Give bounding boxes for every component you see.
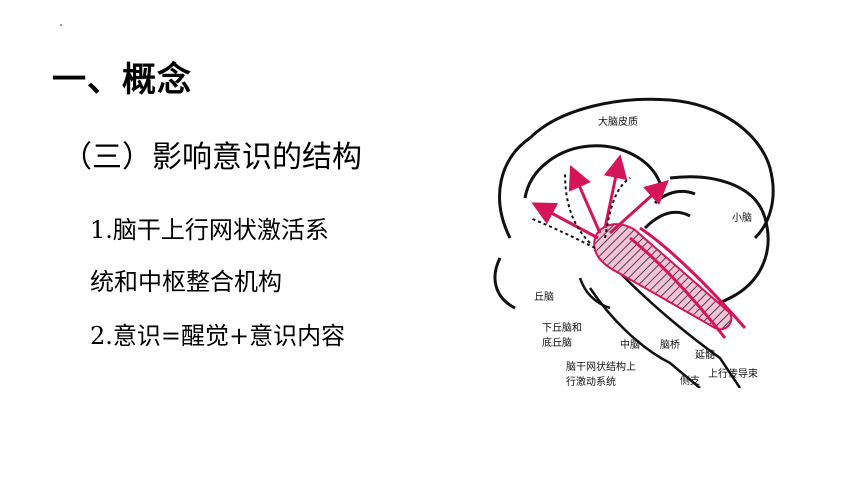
list-item-1-line-1: 1.脑干上行网状激活系: [90, 216, 329, 244]
corner-dot: [60, 24, 62, 26]
label-collateral: 侧支: [680, 374, 700, 387]
slide-heading: 一、概念: [52, 60, 192, 100]
label-hypothalamus-1: 下丘脑和: [542, 321, 582, 334]
cerebrum-outline: [493, 97, 775, 310]
ascending-tract: [629, 226, 747, 339]
label-ascending-tract: 上行传导束: [708, 367, 758, 380]
label-medulla: 延髓: [695, 348, 715, 361]
label-midbrain: 中脑: [620, 338, 640, 351]
list-item-1-line-2: 统和中枢整合机构: [90, 268, 282, 296]
projection-arrows: [531, 154, 669, 240]
label-hypothalamus-2: 底丘脑: [542, 336, 572, 349]
label-pons: 脑桥: [660, 338, 680, 351]
label-thalamus: 丘脑: [534, 290, 554, 303]
dotted-projections: [529, 172, 631, 249]
label-cortex: 大脑皮质: [598, 115, 638, 128]
list-item-2: 2.意识=醒觉+意识内容: [90, 322, 346, 350]
brainstem-outline: [578, 272, 742, 388]
label-reticular-1: 脑干网状结构上: [566, 360, 636, 373]
brain-diagram: 大脑皮质 小脑 丘脑 下丘脑和 底丘脑 脑干网状结构上 行激动系统 中脑 脑桥 …: [493, 97, 775, 388]
slide-subheading: （三）影响意识的结构: [62, 140, 362, 175]
label-cerebellum: 小脑: [732, 211, 752, 224]
label-reticular-2: 行激动系统: [566, 375, 616, 388]
